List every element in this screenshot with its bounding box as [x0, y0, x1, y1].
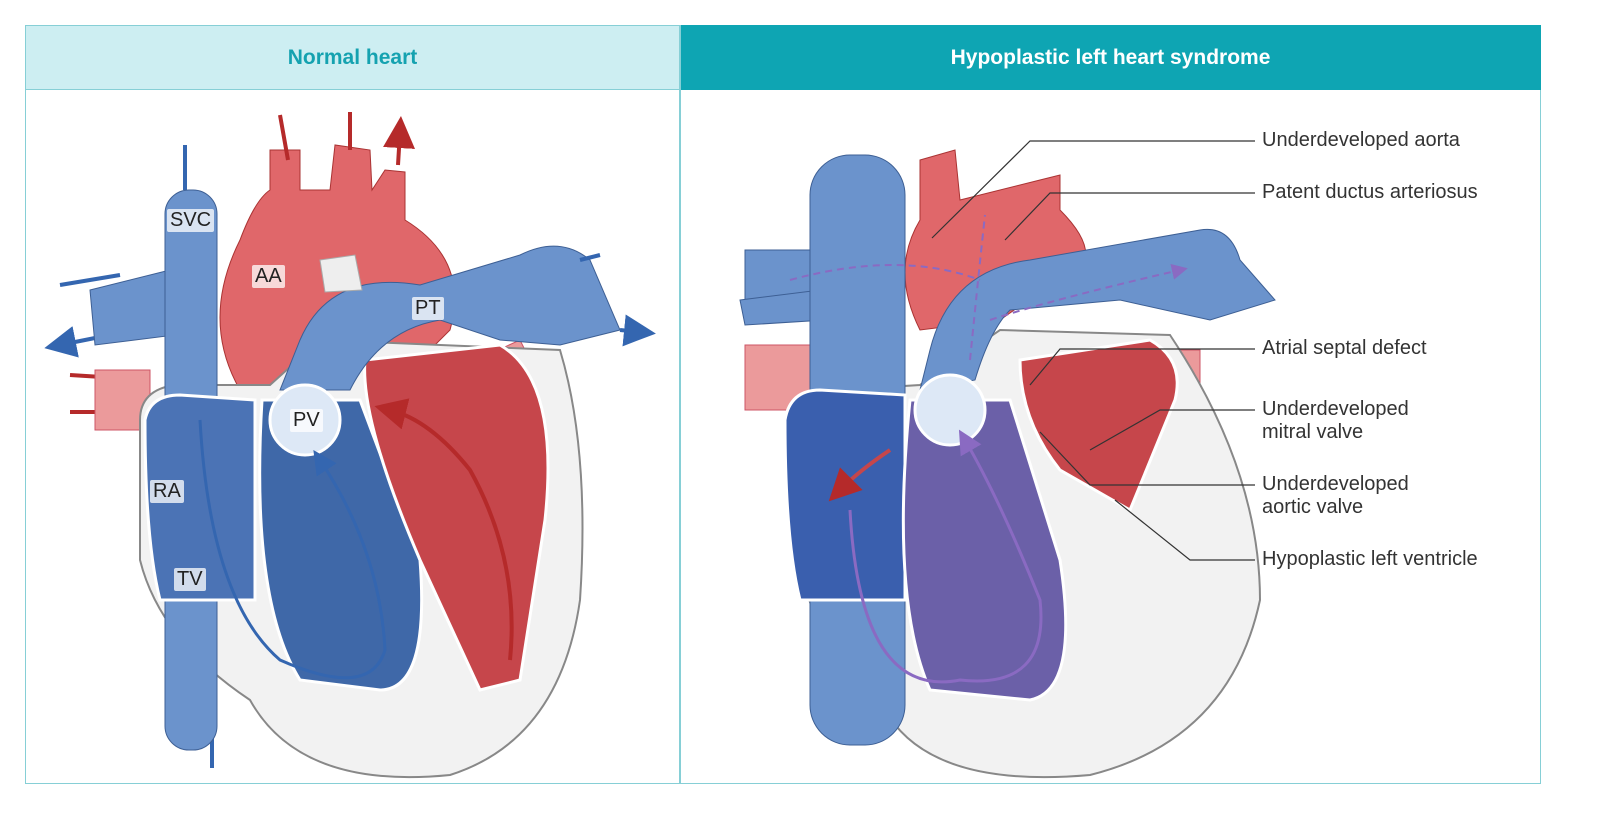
- normal-heart-title: Normal heart: [287, 45, 418, 69]
- left-pulmonary-artery-arrows: [579, 253, 640, 332]
- callout-underdeveloped-aorta: Underdeveloped aorta: [1262, 129, 1460, 151]
- hlhs-pulmonary-valve: [913, 373, 987, 447]
- asd-flow-arrow: [828, 448, 892, 502]
- hlhs-right-ventricle: [901, 398, 1068, 702]
- hlhs-heart-drawing: [739, 149, 1276, 779]
- hlhs-title: Hypoplastic left heart syndrome: [950, 45, 1271, 69]
- callout-leader-lines: [931, 140, 1255, 561]
- leader-mitral: [1089, 409, 1255, 451]
- leader-lv: [1114, 499, 1255, 561]
- label-pv: PV: [290, 409, 323, 432]
- label-aa: AA: [252, 265, 285, 288]
- mixed-flow-arrow: [848, 429, 1043, 684]
- label-tv: TV: [174, 568, 206, 591]
- deoxygenated-flow-arrow: [198, 419, 387, 680]
- label-ra: RA: [150, 480, 184, 503]
- normal-heart-header: Normal heart: [25, 25, 680, 90]
- hypoplastic-left-ventricle: [1018, 338, 1179, 513]
- aorta-branch-arrows: [278, 112, 400, 166]
- oxygenated-flow-arrow: [374, 398, 514, 661]
- hlhs-header: Hypoplastic left heart syndrome: [680, 25, 1541, 90]
- hlhs-right-atrium: [783, 388, 907, 602]
- right-atrium: [143, 393, 257, 602]
- left-ventricle: [363, 343, 550, 692]
- panel-divider: [679, 25, 681, 784]
- callout-hypoplastic-lv: Hypoplastic left ventricle: [1262, 548, 1478, 570]
- callout-patent-ductus: Patent ductus arteriosus: [1262, 181, 1478, 203]
- leader-asd: [1029, 348, 1255, 386]
- label-pt: PT: [412, 297, 444, 320]
- mixed-flow-dashed-arrows: [789, 214, 1180, 361]
- right-pulmonary-artery: [89, 269, 176, 346]
- callout-asd: Atrial septal defect: [1262, 337, 1427, 359]
- leader-aorta: [931, 140, 1255, 239]
- normal-heart-drawing: [60, 112, 640, 779]
- leader-aortic-valve: [1039, 431, 1255, 486]
- leader-pda: [1004, 192, 1255, 241]
- ductus-ligament: [319, 254, 363, 293]
- label-svc: SVC: [167, 209, 215, 232]
